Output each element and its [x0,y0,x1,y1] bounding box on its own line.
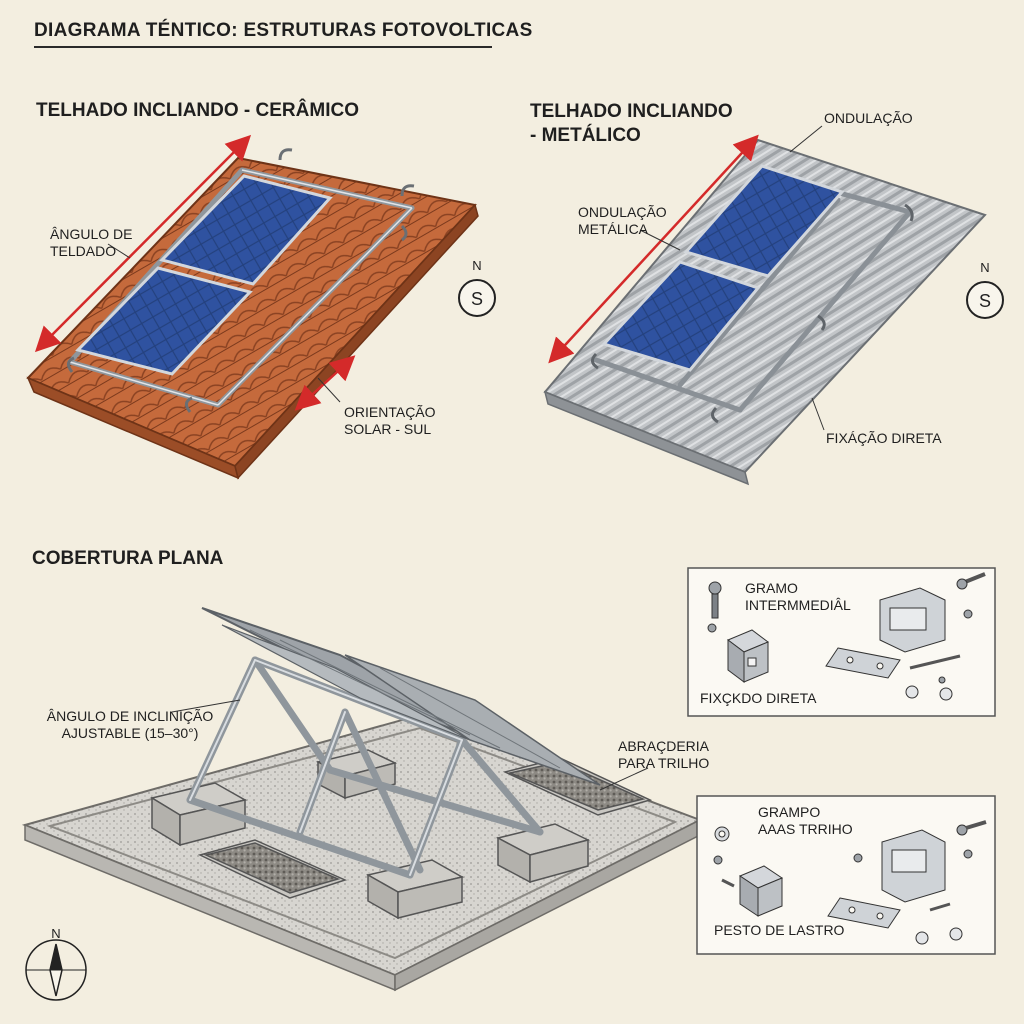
detail-box-2-title: GRAMPO AAAS TRRIHO [758,804,853,837]
title-underline [34,46,492,48]
flat-angle-label: ÂNGULO DE INCLINIÇÃO AJUSTABLE (15–30°) [46,708,214,741]
compass-metal-north: N [980,260,989,275]
flat-bracket-label: ABRAÇDERIA PARA TRILHO [618,738,710,771]
compass-ceramic-south: S [471,289,483,309]
detail-box-1-title: GRAMO INTERMMEDIÂL [745,580,851,613]
compass-rose: N [25,926,87,1001]
metal-ondulacao-label: ONDULAÇÃO [824,110,913,126]
compass-rose-north: N [51,926,60,941]
detail-box-2-caption: PESTO DE LASTRO [714,922,845,938]
metal-roof-title: TELHADO INCLIANDO - METÁLICO [530,101,733,146]
detail-box-1-caption: FIXÇKDO DIRETA [700,690,817,706]
flat-roof-illustration [21,607,703,992]
detail-box-2-parts [696,795,996,955]
ceramic-orientation-label: ORIENTAÇÃO SOLAR - SUL [344,404,436,437]
ceramic-roof-title: TELHADO INCLIANDO - CERÂMICO [36,100,359,121]
compass-ceramic: S N [458,258,496,317]
detail-box-1-parts [687,567,996,717]
ceramic-roof-illustration [26,134,479,480]
metal-ondulacao-metalica-label: ONDULAÇÃO METÁLICA [578,204,667,237]
ceramic-angle-label: ÂNGULO DE TELDADO [50,226,133,259]
compass-metal-south: S [979,291,991,311]
metal-roof-illustration [543,125,987,486]
compass-metal: S N [966,260,1004,319]
compass-ceramic-north: N [472,258,481,273]
flat-roof-title: COBERTURA PLANA [32,548,224,569]
diagram-title: DIAGRAMA TÉNTICO: ESTRUTURAS FOTOVOLTICA… [34,20,533,41]
metal-fixacao-label: FIXÁÇÃO DIRETA [826,430,942,446]
